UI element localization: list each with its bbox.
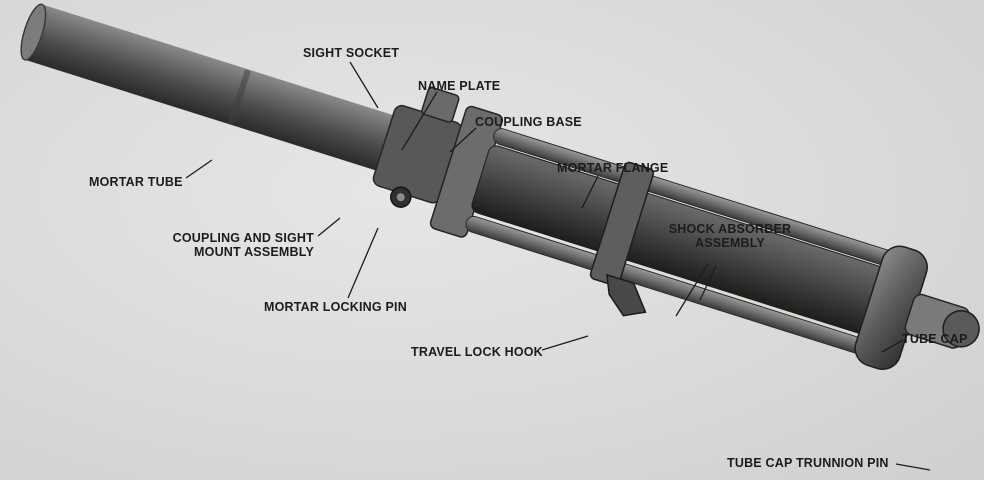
mortar-assembly — [20, 3, 980, 370]
tube-band-shape — [228, 69, 251, 125]
label-shock-absorber-line1: SHOCK ABSORBER — [668, 222, 792, 236]
label-coupling-sight-line2: MOUNT ASSEMBLY — [194, 245, 314, 259]
leader-lines — [185, 61, 931, 471]
travel-lock-hook-shape — [606, 273, 647, 317]
label-travel-lock-hook: TRAVEL LOCK HOOK — [411, 345, 543, 359]
label-name-plate: NAME PLATE — [418, 79, 501, 93]
label-coupling-sight-line1: COUPLING AND SIGHT — [172, 231, 314, 245]
label-tube-cap: TUBE CAP — [902, 332, 968, 346]
label-coupling-base: COUPLING BASE — [475, 115, 582, 129]
label-mortar-locking-pin: MORTAR LOCKING PIN — [264, 300, 407, 314]
label-sight-socket: SIGHT SOCKET — [303, 46, 400, 60]
label-shock-absorber: SHOCK ABSORBER ASSEMBLY — [665, 222, 795, 250]
mortar-flange-shape — [589, 161, 655, 287]
label-coupling-sight-mount: COUPLING AND SIGHT MOUNT ASSEMBLY — [150, 231, 314, 259]
sight-socket-shape — [421, 86, 460, 123]
label-mortar-tube: MORTAR TUBE — [89, 175, 183, 189]
mortar-tube-shape — [24, 5, 411, 175]
label-mortar-flange: MORTAR FLANGE — [557, 161, 669, 175]
label-tube-cap-trunnion-pin: TUBE CAP TRUNNION PIN — [727, 456, 889, 470]
muzzle-shape — [20, 3, 47, 61]
label-shock-absorber-line2: ASSEMBLY — [695, 236, 765, 250]
